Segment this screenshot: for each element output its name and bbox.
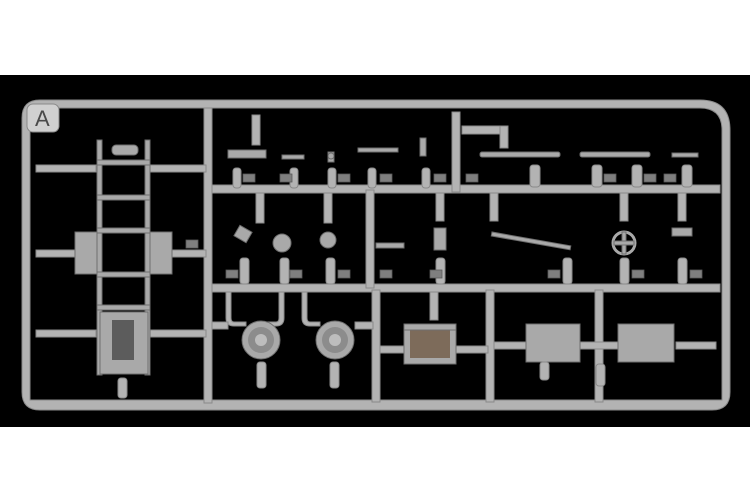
runner-v4 [371, 289, 381, 403]
top-row-parts [227, 114, 699, 163]
sprue-label: A [35, 106, 50, 131]
stub-right-1 [149, 164, 207, 173]
gate-row-3 [117, 361, 606, 399]
row-2-parts [233, 192, 693, 253]
sprue-outer-frame [21, 99, 731, 411]
part-number-tags-row-1 [242, 173, 677, 183]
runner-v3 [365, 189, 375, 289]
runner-h1 [207, 184, 721, 194]
steering-wheel-icon [611, 230, 637, 256]
gate-row-1 [232, 164, 693, 189]
sprue-badge [26, 103, 60, 133]
wheel-icon [241, 320, 355, 360]
chassis-frame-icon [74, 139, 173, 376]
stub-right-3 [149, 329, 207, 338]
runner-h2 [207, 283, 721, 293]
stub-left-3 [35, 329, 97, 338]
gate-row-2 [239, 257, 688, 285]
stub-left-1 [35, 164, 97, 173]
runner-v2 [451, 111, 461, 193]
battery-icon [525, 323, 675, 363]
radiator-icon [403, 323, 457, 365]
part-number-tags-row-2 [185, 239, 703, 279]
row-3-runners [211, 291, 717, 354]
